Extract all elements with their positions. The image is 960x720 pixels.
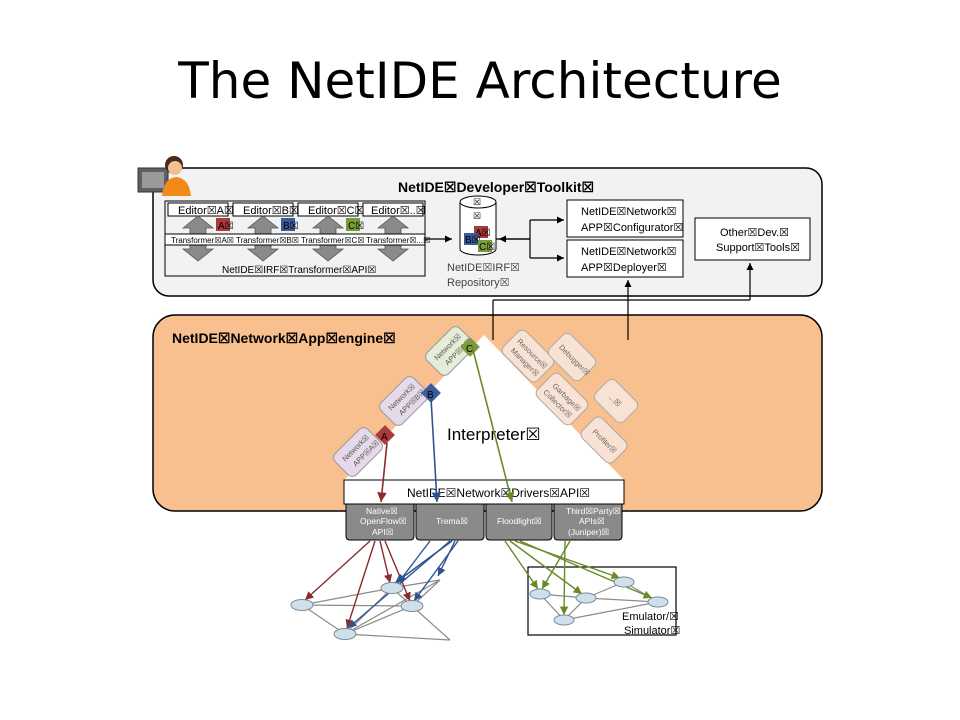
drivers-api-label: NetIDE☒Network☒Drivers☒API☒ [407, 486, 590, 500]
switch-icon [647, 596, 669, 608]
developer-user-icon [137, 156, 191, 196]
editor-tag-a-label: A☒ [218, 221, 234, 232]
garbage-collector[interactable]: Garbage☒ Collector☒ [534, 371, 591, 428]
interpreter-label: Interpreter☒ [447, 425, 541, 444]
repo-tag-c-label: C☒ [479, 242, 495, 253]
repo-tag-b [464, 233, 478, 245]
driver-trema[interactable] [415, 503, 485, 541]
switch-icon [553, 614, 575, 626]
svg-text:C: C [466, 344, 473, 355]
other-tools-line-2: Support☒Tools☒ [716, 242, 800, 254]
slide-title: The NetIDE Architecture [178, 52, 782, 110]
editor-c[interactable]: Editor☒C☒ [297, 202, 364, 217]
engine-title: NetIDE☒Network☒App☒engine☒ [172, 330, 396, 346]
repo-mark-2: ☒ [473, 211, 481, 221]
editor-more[interactable]: Editor☒..☒ [362, 202, 426, 217]
switch-icon [575, 592, 597, 604]
svg-text:B: B [427, 390, 434, 401]
transformer-c[interactable]: Transformer☒C☒ [301, 236, 364, 245]
drivers-api-bar [343, 479, 625, 505]
app-tag-c [460, 337, 480, 357]
switch-icon [333, 628, 357, 640]
switch-icon [380, 582, 404, 594]
deployer-line-2: APP☒Deployer☒ [581, 262, 667, 274]
left-network-links [301, 579, 451, 641]
transformer-api-label: NetIDE☒IRF☒Transformer☒API☒ [222, 265, 376, 276]
switch-icon [529, 588, 551, 600]
other-tools-line-1: Other☒Dev.☒ [720, 227, 789, 239]
app-tag-b [421, 383, 441, 403]
switch-icon [290, 599, 314, 611]
app-tag-a [375, 425, 395, 445]
svg-text:APIs☒: APIs☒ [579, 516, 605, 526]
interpreter-triangle [344, 335, 624, 480]
svg-text:Native☒: Native☒ [366, 506, 398, 516]
svg-text:OpenFlow☒: OpenFlow☒ [360, 516, 407, 526]
transformer-more[interactable]: Transformer☒...☒ [366, 236, 430, 245]
network-app-a[interactable]: Network☒ APP☒A☒ [331, 425, 385, 479]
repo-tag-a-label: A☒ [475, 228, 491, 239]
editor-b-label: Editor☒B☒ [243, 205, 299, 217]
more-modules[interactable]: ...☒ [592, 377, 640, 425]
deployer-line-1: NetIDE☒Network☒ [581, 246, 677, 258]
editor-c-label: Editor☒C☒ [308, 205, 364, 217]
editor-tag-c [346, 218, 360, 231]
editor-a-label: Editor☒A☒ [178, 205, 234, 217]
emulator-frame [527, 566, 677, 636]
switch-icon [400, 600, 424, 612]
repo-tag-c [478, 240, 492, 252]
editor-tag-b [281, 218, 295, 231]
svg-text:(Juniper)☒: (Juniper)☒ [568, 527, 610, 537]
toolkit-title: NetIDE☒Developer☒Toolkit☒ [398, 179, 594, 195]
network-app-configurator[interactable] [566, 199, 684, 238]
editor-tag-c-label: C☒ [348, 221, 364, 232]
network-app-b[interactable]: Network☒ APP☒B☒ [377, 374, 431, 428]
emulator-line-2: Simulator☒ [624, 625, 680, 637]
driver-floodlight[interactable] [485, 503, 553, 541]
repo-tag-b-label: B☒ [465, 235, 481, 246]
switch-icon [613, 576, 635, 588]
network-app-deployer[interactable] [566, 239, 684, 278]
editor-b[interactable]: Editor☒B☒ [232, 202, 299, 217]
emulator-line-1: Emulator/☒ [622, 611, 679, 623]
other-dev-support-tools[interactable] [694, 217, 811, 261]
editor-a[interactable]: Editor☒A☒ [167, 202, 234, 217]
editor-tag-b-label: B☒ [283, 221, 299, 232]
editor-tag-a [216, 218, 230, 231]
svg-text:A: A [381, 432, 388, 443]
editor-more-label: Editor☒..☒ [371, 205, 426, 217]
svg-text:Third☒Party☒: Third☒Party☒ [566, 506, 621, 516]
svg-text:Floodlight☒: Floodlight☒ [497, 516, 542, 526]
profiler[interactable]: Profiler☒ [579, 415, 630, 466]
repo-mark-1: ☒ [473, 197, 481, 207]
repo-label-1: NetIDE☒IRF☒ [447, 262, 520, 274]
driver-third-party[interactable] [553, 503, 623, 541]
svg-text:API☒: API☒ [372, 527, 394, 537]
transformer-b[interactable]: Transformer☒B☒ [236, 236, 299, 245]
svg-text:Trema☒: Trema☒ [436, 516, 468, 526]
driver-native-openflow[interactable] [345, 503, 415, 541]
repo-label-2: Repository☒ [447, 277, 509, 289]
configurator-line-2: APP☒Configurator☒ [581, 222, 683, 234]
configurator-line-1: NetIDE☒Network☒ [581, 206, 677, 218]
transformer-a[interactable]: Transformer☒A☒ [171, 236, 234, 245]
